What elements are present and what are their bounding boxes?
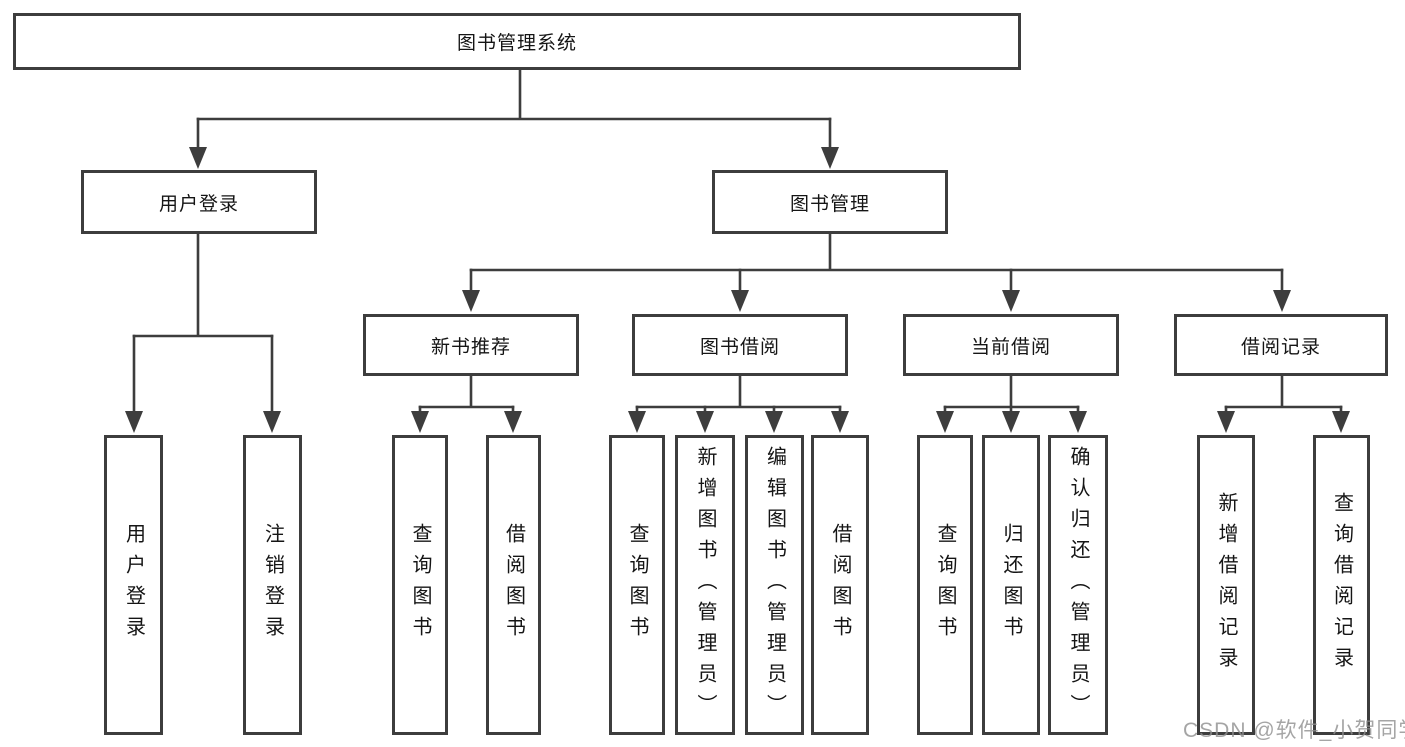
node-book-borrow: 图书借阅 [632, 314, 848, 376]
leaf-query-books-borrow: 查询图书 [609, 435, 665, 735]
leaf-query-books-current: 查询图书 [917, 435, 973, 735]
leaf-label: 查询图书 [934, 523, 956, 647]
node-label: 当前借阅 [970, 336, 1051, 358]
node-label: 图书管理 [789, 193, 870, 215]
leaf-label: 注销登录 [261, 523, 284, 647]
node-current-borrow: 当前借阅 [903, 314, 1119, 376]
leaf-borrow-books-recommend: 借阅图书 [486, 435, 541, 735]
leaf-add-borrow-record: 新增借阅记录 [1197, 435, 1255, 735]
leaf-label: 查询借阅记录 [1330, 492, 1353, 678]
leaf-query-books-recommend: 查询图书 [392, 435, 448, 735]
leaf-query-borrow-record: 查询借阅记录 [1313, 435, 1370, 735]
node-book-management: 图书管理 [712, 170, 948, 234]
leaf-label: 查询图书 [626, 523, 648, 647]
leaf-label: 确认归还（管理员） [1067, 445, 1089, 725]
node-borrow-records: 借阅记录 [1174, 314, 1388, 376]
leaf-return-books: 归还图书 [982, 435, 1040, 735]
leaf-confirm-return-admin: 确认归还（管理员） [1048, 435, 1108, 735]
leaf-label: 借阅图书 [829, 523, 851, 647]
node-root-system: 图书管理系统 [13, 13, 1021, 70]
node-label: 用户登录 [158, 193, 239, 215]
node-new-book-recommend: 新书推荐 [363, 314, 579, 376]
node-user-login-module: 用户登录 [81, 170, 317, 234]
leaf-label: 用户登录 [122, 523, 145, 647]
csdn-watermark: CSDN @软件_小贺同学 [1183, 719, 1405, 742]
leaf-borrow-books: 借阅图书 [811, 435, 869, 735]
leaf-label: 新增借阅记录 [1215, 492, 1237, 678]
leaf-label: 归还图书 [1000, 523, 1022, 647]
leaf-logout: 注销登录 [243, 435, 302, 735]
leaf-label: 编辑图书（管理员） [763, 445, 786, 725]
node-label: 图书借阅 [699, 336, 780, 358]
leaf-user-login: 用户登录 [104, 435, 163, 735]
node-label: 图书管理系统 [456, 33, 577, 54]
leaf-label: 查询图书 [409, 523, 431, 647]
node-label: 新书推荐 [430, 336, 511, 358]
node-label: 借阅记录 [1240, 336, 1321, 358]
leaf-label: 借阅图书 [502, 523, 525, 647]
leaf-add-books-admin: 新增图书（管理员） [675, 435, 735, 735]
leaf-edit-books-admin: 编辑图书（管理员） [745, 435, 804, 735]
leaf-label: 新增图书（管理员） [694, 445, 716, 725]
